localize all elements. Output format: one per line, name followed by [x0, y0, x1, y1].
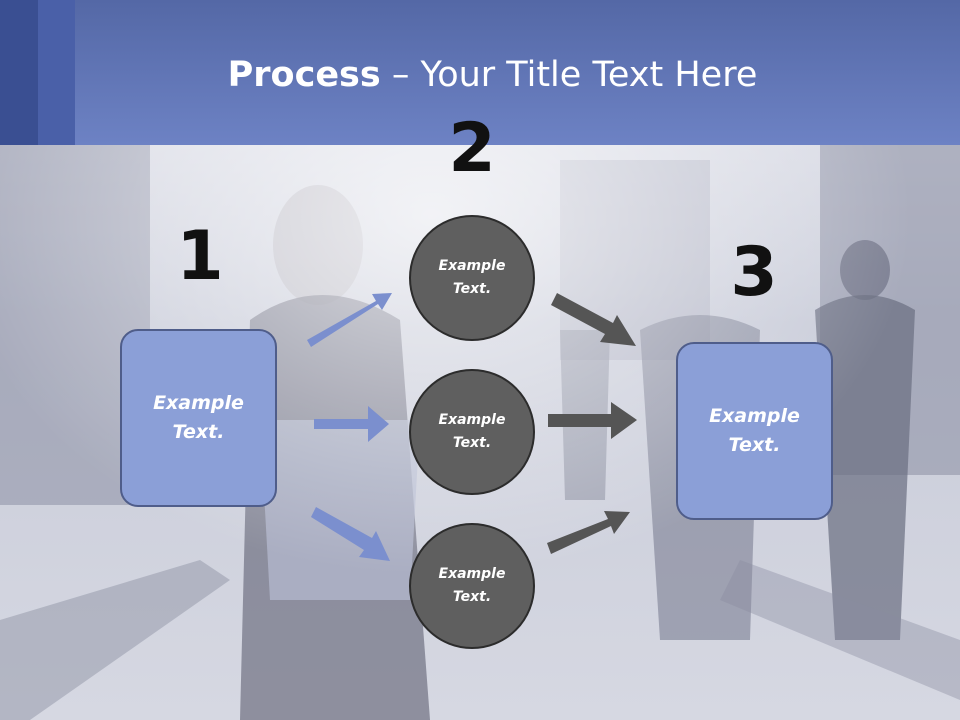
gray-arrow-middle — [548, 402, 637, 439]
step-2-circle-bottom: Example Text. — [409, 523, 535, 649]
step-2-circle-middle: Example Text. — [409, 369, 535, 495]
circle-bottom-line2: Text. — [452, 589, 492, 605]
step-3-box: Example Text. — [676, 342, 833, 520]
step-number-1: 1 — [176, 217, 224, 296]
step-3-text-line2: Text. — [728, 434, 781, 456]
gray-arrow-up — [547, 511, 630, 554]
step-number-2: 2 — [448, 109, 496, 188]
step-number-3: 3 — [730, 233, 778, 312]
step-3-text-line1: Example — [709, 405, 800, 427]
circle-middle-line1: Example — [438, 412, 506, 428]
title-bar: Process – Your Title Text Here — [0, 0, 960, 145]
circle-top-line1: Example — [438, 258, 506, 274]
title-rest: – Your Title Text Here — [380, 55, 758, 95]
step-1-text-line1: Example — [153, 392, 244, 414]
title-bar-accent-mid — [38, 0, 75, 145]
step-2-circle-top: Example Text. — [409, 215, 535, 341]
blue-arrow-middle — [314, 406, 389, 442]
gray-arrow-down — [551, 293, 636, 346]
slide-title: Process – Your Title Text Here — [0, 52, 960, 98]
title-bar-accent-dark — [0, 0, 38, 145]
circle-middle-line2: Text. — [452, 435, 492, 451]
step-1-text-line2: Text. — [172, 421, 225, 443]
title-bold: Process — [227, 55, 381, 95]
blue-arrow-up — [307, 293, 392, 347]
circle-top-line2: Text. — [452, 281, 492, 297]
circle-bottom-line1: Example — [438, 566, 506, 582]
blue-arrow-down — [311, 507, 390, 561]
step-1-box: Example Text. — [120, 329, 277, 507]
